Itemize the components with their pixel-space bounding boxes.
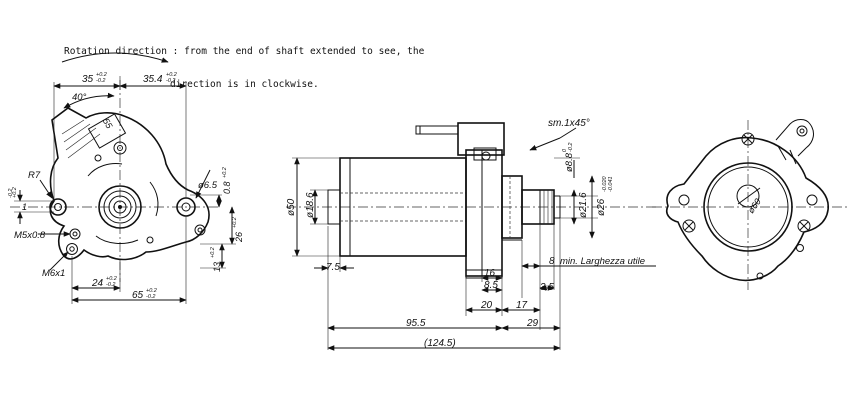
dim-24: 24 <box>91 278 104 289</box>
side-view: sm.1x45° ø8.8 0 -0.2 ø50 ø18.6 ø21.6 ø26… <box>286 118 656 351</box>
dim-8: 8 <box>549 256 555 267</box>
tol-35-upper: +0.2 <box>96 72 107 78</box>
dim-29: 29 <box>526 318 539 329</box>
tol-35-4-upper: +0.2 <box>166 72 177 78</box>
flange-outline <box>49 107 210 261</box>
dim-d8-8: ø8.8 <box>564 152 575 172</box>
tol-13: +0.2 <box>210 247 216 258</box>
dim-1: 1 <box>22 202 27 212</box>
flange-plate <box>465 149 503 277</box>
tol-35-lower: -0.2 <box>96 78 105 84</box>
chamfer-label: sm.1x45° <box>548 118 590 129</box>
m6-hole <box>66 243 78 255</box>
tol-1-upper: +0.2 <box>12 187 18 198</box>
rear-screw-1 <box>741 132 755 146</box>
right-view: ø60 <box>652 119 850 290</box>
dim-d50: ø50 <box>286 198 297 216</box>
rotation-note-line-1: Rotation direction : from the end of sha… <box>64 46 425 57</box>
end-cap <box>327 189 341 225</box>
tol-26-upper: -0.020 <box>602 175 608 192</box>
left-view: 35 +0.2 -0.2 35.4 +0.2 -0.2 40° 55 R7 1 … <box>8 52 244 304</box>
tol-1-lower: -0.2 <box>8 189 14 198</box>
dim-20: 20 <box>480 300 493 311</box>
dim-8-5: 8.5 <box>484 280 498 291</box>
terminal-lead <box>415 125 459 135</box>
dim-35-4: 35.4 <box>143 74 163 85</box>
dim-d26: ø26 <box>596 198 607 216</box>
dim-26: 26 <box>234 232 244 243</box>
tol-0-8: +0.2 <box>222 167 228 178</box>
label-m6: M6x1 <box>42 268 65 279</box>
dim-13: 13 <box>212 262 222 272</box>
angle-40: 40° <box>72 92 87 103</box>
tol-26: +0.2 <box>232 217 238 228</box>
dim-7-5: 7.5 <box>326 262 340 273</box>
rotation-note-line-2: direction is in clockwise. <box>170 79 319 90</box>
dim-0-8: 0.8 <box>222 181 232 194</box>
tol-35-4-lower: -0.2 <box>166 78 175 84</box>
tol-24-lower: -0.2 <box>106 282 115 288</box>
rotation-note: Rotation direction : from the end of sha… <box>64 24 424 101</box>
mount-hole-left <box>49 198 67 216</box>
tol-65-upper: +0.2 <box>146 288 157 294</box>
terminal-block <box>457 122 505 156</box>
m5-hole <box>69 228 81 240</box>
pinion <box>521 189 555 225</box>
rear-bearing <box>736 184 760 208</box>
dim-55: 55 <box>101 117 115 132</box>
rear-screw-3 <box>797 219 811 233</box>
dim-65: 65 <box>132 290 144 301</box>
dim-16: 16 <box>484 268 496 279</box>
tol-24-upper: +0.2 <box>106 276 117 282</box>
label-m5: M5x0.8 <box>14 230 46 241</box>
tol-8-8-upper: 0 <box>562 148 568 152</box>
tol-26-lower: -0.041 <box>608 176 614 192</box>
rear-terminal <box>775 119 814 157</box>
dim-d6-5: ø6.5 <box>198 180 218 191</box>
shaft-outer-ring <box>98 185 142 229</box>
label-r7: R7 <box>28 170 41 181</box>
dim-3-5: 3.5 <box>540 282 554 293</box>
terminal-boss <box>87 113 127 149</box>
dim-17: 17 <box>516 300 528 311</box>
dim-d18-6: ø18.6 <box>305 192 316 218</box>
dim-35: 35 <box>82 74 94 85</box>
tol-8-8-lower: -0.2 <box>568 143 574 152</box>
usable-width-label: min. Larghezza utile <box>560 256 645 267</box>
rotation-arrow <box>61 52 169 63</box>
dim-124-5: (124.5) <box>424 338 456 349</box>
rear-can-circle <box>703 162 793 252</box>
dim-d21-6: ø21.6 <box>578 192 589 218</box>
dim-95-5: 95.5 <box>406 318 426 329</box>
tol-65-lower: -0.2 <box>146 294 155 300</box>
rear-screw-2 <box>682 219 696 233</box>
